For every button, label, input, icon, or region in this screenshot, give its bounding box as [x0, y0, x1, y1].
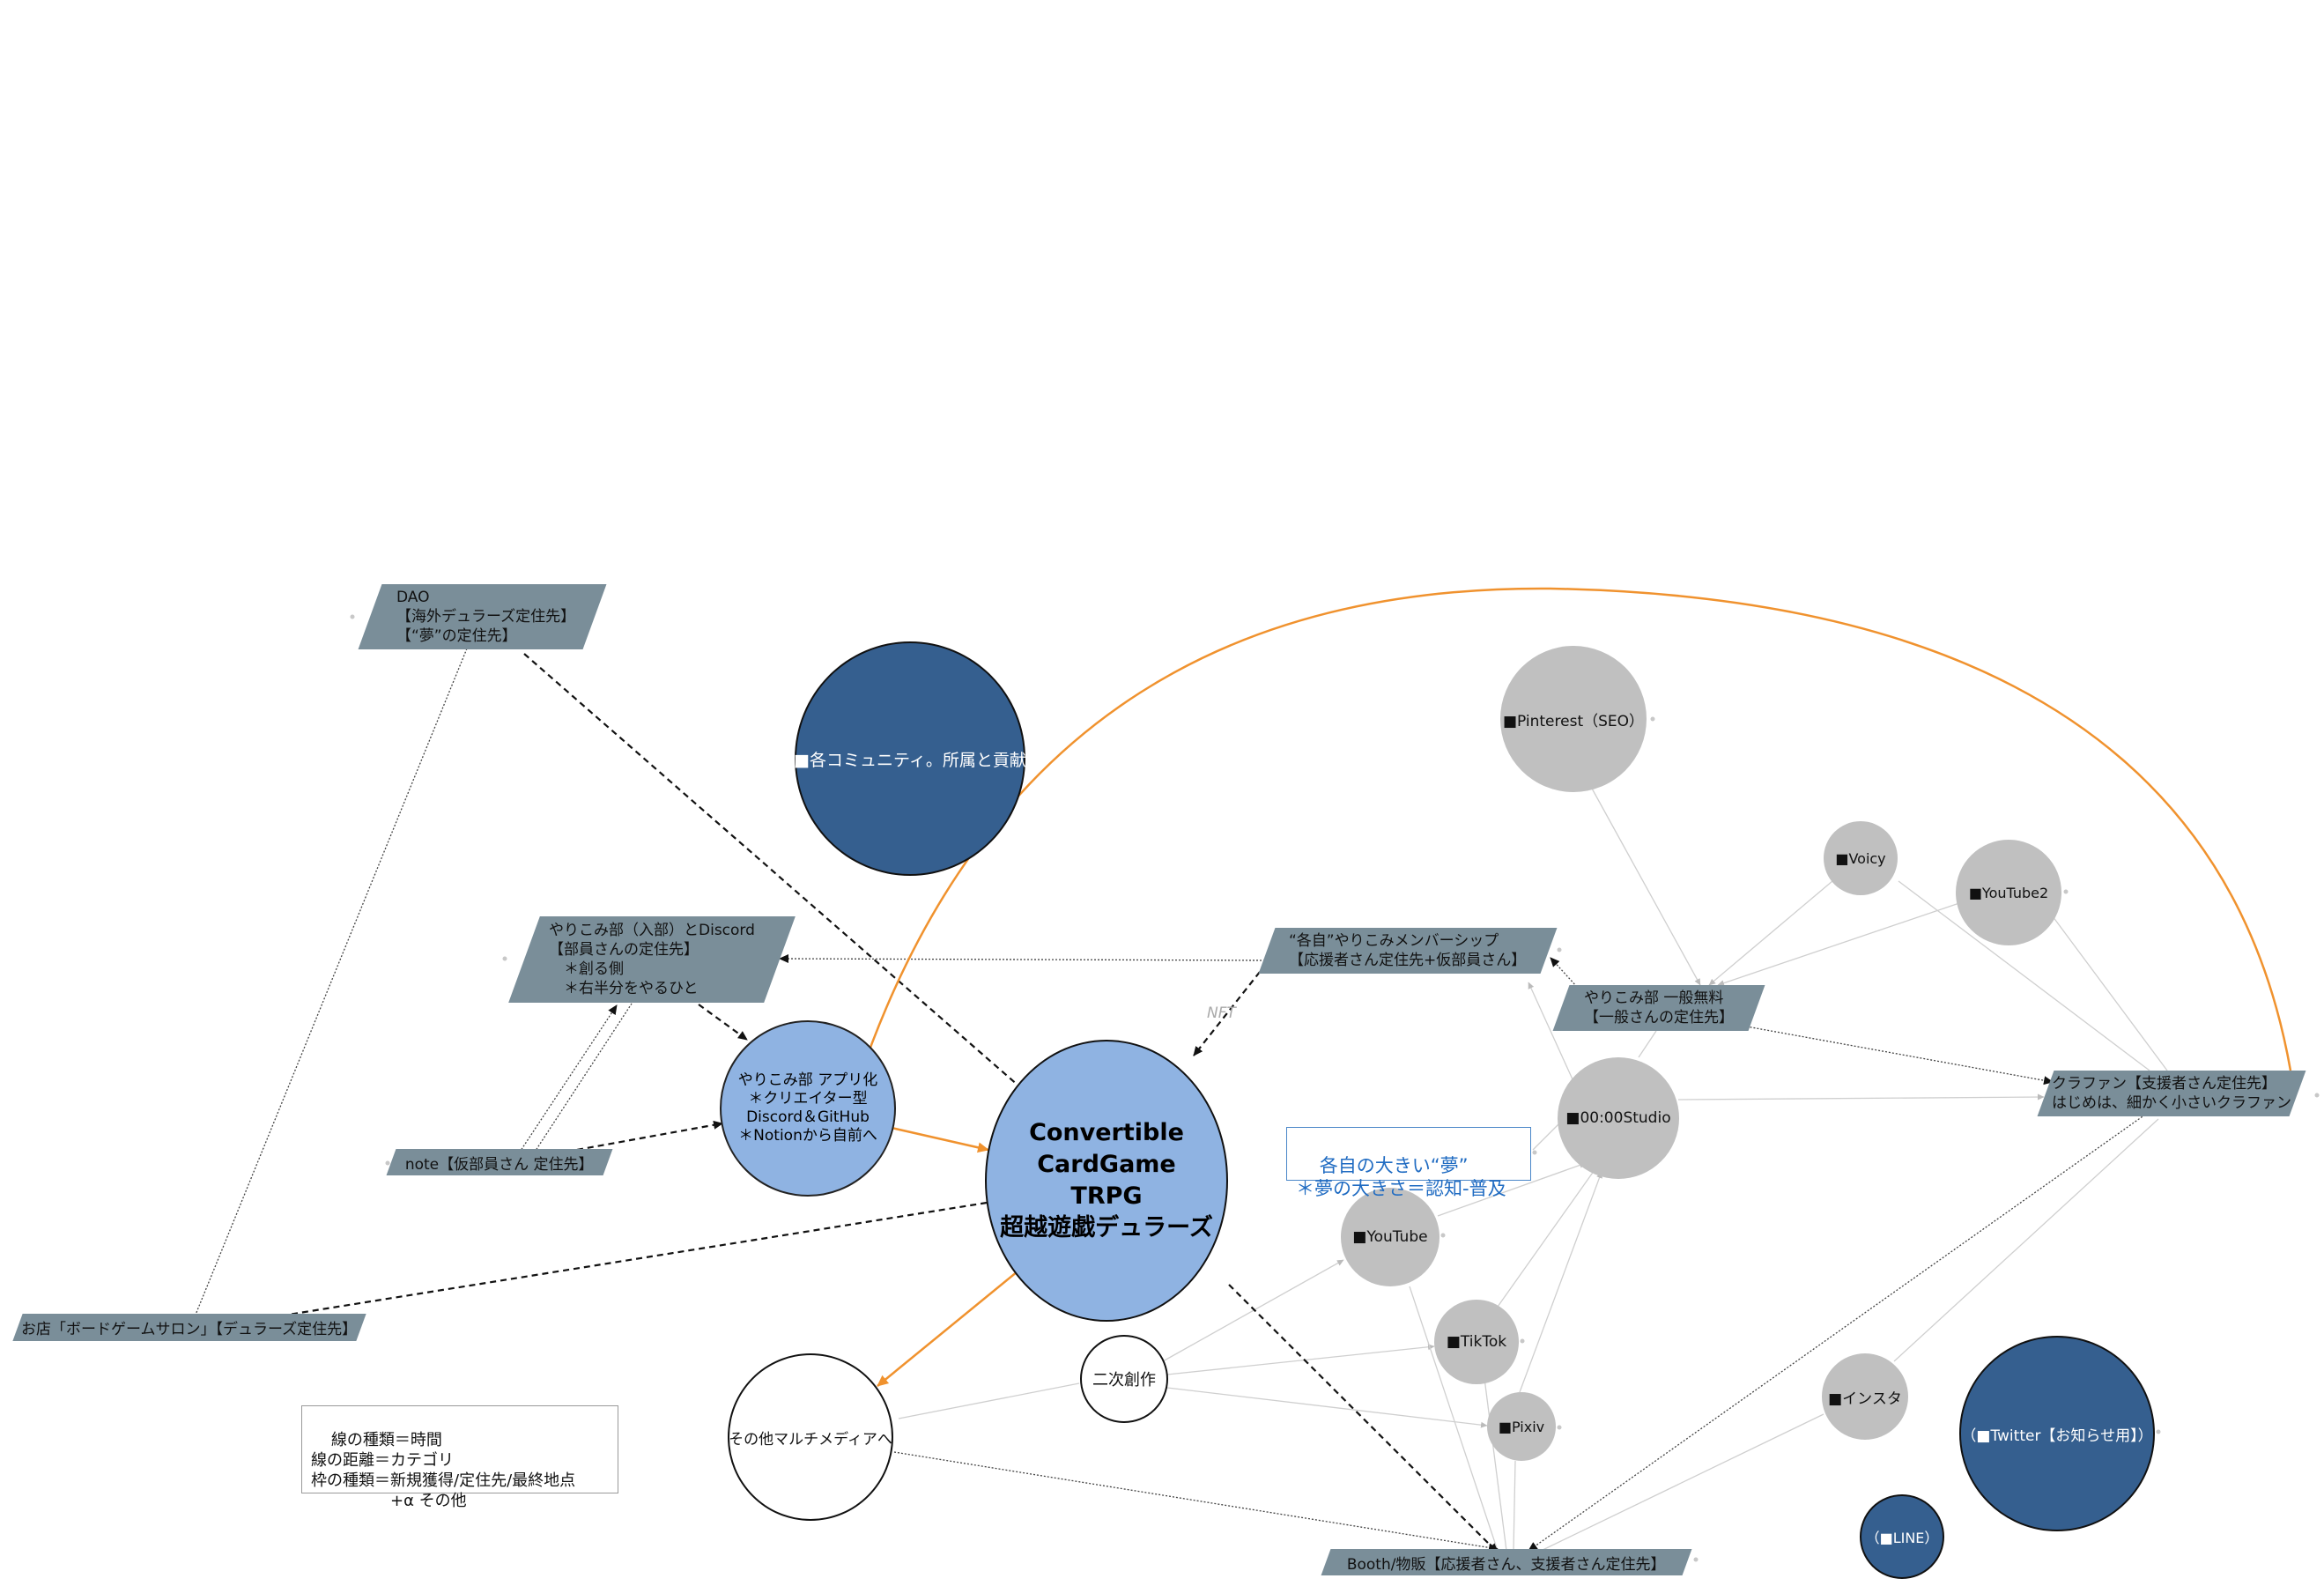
- community-label: （■各コミュニティ。所属と貢献）: [777, 750, 1043, 770]
- discord-club-node[interactable]: やりこみ部（入部）とDiscord 【部員さんの定住先】 ＊創る側 ＊右半分をや…: [508, 916, 796, 1003]
- studio-node[interactable]: ■00:00Studio: [1558, 1057, 1679, 1179]
- connector-dot: [1693, 1557, 1699, 1562]
- connector-dot: [1557, 947, 1562, 952]
- discord-club-label: やりこみ部（入部）とDiscord 【部員さんの定住先】 ＊創る側 ＊右半分をや…: [549, 922, 755, 997]
- shop-node[interactable]: お店「ボードゲームサロン」【デュラーズ定住先】: [12, 1314, 366, 1341]
- membership-label: “各自”やりこみメンバーシップ 【応援者さん定住先+仮部員さん】: [1289, 932, 1527, 969]
- insta-node[interactable]: ■インスタ: [1822, 1353, 1908, 1440]
- connector-dot: [2063, 889, 2069, 894]
- edge-main-multimedia: [877, 1271, 1018, 1387]
- line-node[interactable]: （■LINE）: [1860, 1494, 1944, 1579]
- app-label: やりこみ部 アプリ化 ＊クリエイター型 Discord＆GitHub ＊Noti…: [737, 1071, 878, 1145]
- connector-dot: [1520, 1338, 1525, 1344]
- note-label: note【仮部員さん 定住先】: [405, 1155, 594, 1174]
- youtube-node[interactable]: ■YouTube: [1341, 1188, 1440, 1286]
- edge-note-app: [576, 1120, 723, 1152]
- edge-voicy-freeclub: [1708, 880, 1833, 986]
- membership-node[interactable]: “各自”やりこみメンバーシップ 【応援者さん定住先+仮部員さん】: [1258, 928, 1558, 974]
- pixiv-label: ■Pixiv: [1498, 1418, 1545, 1435]
- dao-node[interactable]: DAO 【海外デュラーズ定住先】 【“夢”の定住先】: [358, 584, 607, 649]
- tiktok-node[interactable]: ■TikTok: [1434, 1300, 1519, 1384]
- connector-dot: [1650, 716, 1655, 722]
- line-label: （■LINE）: [1865, 1530, 1939, 1546]
- edge-main-shop: [255, 1201, 988, 1323]
- insta-label: ■インスタ: [1828, 1390, 1902, 1408]
- legend-box: 線の種類＝時間 線の距離＝カテゴリ 枠の種類＝新規獲得/定住先/最終地点 +α …: [301, 1405, 618, 1510]
- dream-note-text: 各自の大きい“夢” ＊夢の大きさ＝認知-普及: [1296, 1155, 1506, 1199]
- youtube-label: ■YouTube: [1352, 1228, 1428, 1246]
- nft-edge-label: NFT: [1207, 1004, 1236, 1022]
- edge-pixiv-studio: [1519, 1171, 1602, 1393]
- edge-multimedia-booth: [893, 1451, 1499, 1553]
- connector-dot: [1532, 1150, 1537, 1155]
- connector-dot: [1557, 1425, 1562, 1430]
- connector-dot: [2156, 1429, 2161, 1434]
- pixiv-node[interactable]: ■Pixiv: [1487, 1392, 1556, 1461]
- connector-dot: [350, 614, 355, 619]
- community-node[interactable]: （■各コミュニティ。所属と貢献）: [777, 641, 1043, 876]
- connector-dot: [502, 956, 507, 961]
- edge-youtube2-crowdfan: [2052, 915, 2168, 1071]
- dream-note[interactable]: 各自の大きい“夢” ＊夢の大きさ＝認知-普及: [1286, 1127, 1531, 1199]
- edge-dao-shop: [195, 648, 468, 1315]
- tiktok-label: ■TikTok: [1446, 1333, 1507, 1351]
- derivative-node[interactable]: 二次創作: [1080, 1335, 1168, 1423]
- youtube2-label: ■YouTube2: [1968, 884, 2049, 901]
- edge-youtube2-freeclub: [1717, 902, 1960, 987]
- multimedia-label: その他マルチメディアへ: [729, 1430, 892, 1449]
- edge-derivative-tiktok: [1166, 1344, 1435, 1375]
- edge-membership-discord: [779, 954, 1269, 964]
- edge-discord-note: [528, 1003, 633, 1162]
- studio-label: ■00:00Studio: [1565, 1109, 1671, 1127]
- connector-dot: [2314, 1093, 2320, 1098]
- edge-freeclub-membership: [1550, 957, 1578, 988]
- crowdfan-label: クラファン【支援者さん定住先】 はじめは、細かく小さいクラファン: [2052, 1075, 2291, 1112]
- edge-pixiv-booth: [1513, 1460, 1516, 1552]
- edge-freeclub-crowdfan: [1721, 1021, 2054, 1086]
- free-club-node[interactable]: やりこみ部 一般無料 【一般さんの定住先】: [1552, 985, 1765, 1031]
- free-club-label: やりこみ部 一般無料 【一般さんの定住先】: [1584, 989, 1734, 1026]
- derivative-label: 二次創作: [1092, 1371, 1156, 1390]
- twitter-label: （■Twitter【お知らせ用】）: [1961, 1427, 2153, 1445]
- app-node[interactable]: やりこみ部 アプリ化 ＊クリエイター型 Discord＆GitHub ＊Noti…: [720, 1020, 896, 1197]
- shop-label: お店「ボードゲームサロン」【デュラーズ定住先】: [21, 1321, 358, 1338]
- edge-multimedia-derivative: [898, 1382, 1080, 1419]
- dao-label: DAO 【海外デュラーズ定住先】 【“夢”の定住先】: [396, 589, 576, 645]
- edge-discord-app: [698, 1004, 748, 1041]
- edge-app-main: [891, 1126, 989, 1153]
- youtube2-node[interactable]: ■YouTube2: [1956, 840, 2061, 945]
- edge-insta-booth: [1536, 1413, 1824, 1553]
- booth-node[interactable]: Booth/物販【応援者さん、支援者さん定住先】: [1321, 1549, 1692, 1575]
- pinterest-label: ■Pinterest（SEO）: [1502, 712, 1645, 730]
- note-node[interactable]: note【仮部員さん 定住先】: [386, 1149, 613, 1175]
- edge-studio-crowdfan: [1677, 1093, 2045, 1101]
- edge-insta-crowdfan: [1893, 1118, 2159, 1362]
- crowdfan-node[interactable]: クラファン【支援者さん定住先】 はじめは、細かく小さいクラファン: [2037, 1071, 2306, 1116]
- multimedia-node[interactable]: その他マルチメディアへ: [728, 1353, 893, 1521]
- voicy-node[interactable]: ■Voicy: [1824, 821, 1898, 895]
- voicy-label: ■Voicy: [1835, 849, 1886, 867]
- edge-note-discord: [513, 1004, 618, 1162]
- edge-pinterest-freeclub: [1590, 786, 1701, 986]
- twitter-node[interactable]: （■Twitter【お知らせ用】）: [1959, 1336, 2155, 1531]
- main-node[interactable]: Convertible CardGame TRPG 超越遊戯デュラーズ: [985, 1040, 1228, 1322]
- pinterest-node[interactable]: ■Pinterest（SEO）: [1500, 646, 1647, 792]
- booth-label: Booth/物販【応援者さん、支援者さん定住先】: [1347, 1555, 1666, 1574]
- legend-text: 線の種類＝時間 線の距離＝カテゴリ 枠の種類＝新規獲得/定住先/最終地点 +α …: [311, 1431, 576, 1510]
- edge-freeclub-studio: [1638, 1030, 1657, 1058]
- main-label: Convertible CardGame TRPG 超越遊戯デュラーズ: [1000, 1119, 1213, 1241]
- edge-tiktok-studio: [1497, 1167, 1597, 1308]
- edge-derivative-pixiv: [1166, 1387, 1488, 1428]
- connector-dot: [1440, 1233, 1446, 1238]
